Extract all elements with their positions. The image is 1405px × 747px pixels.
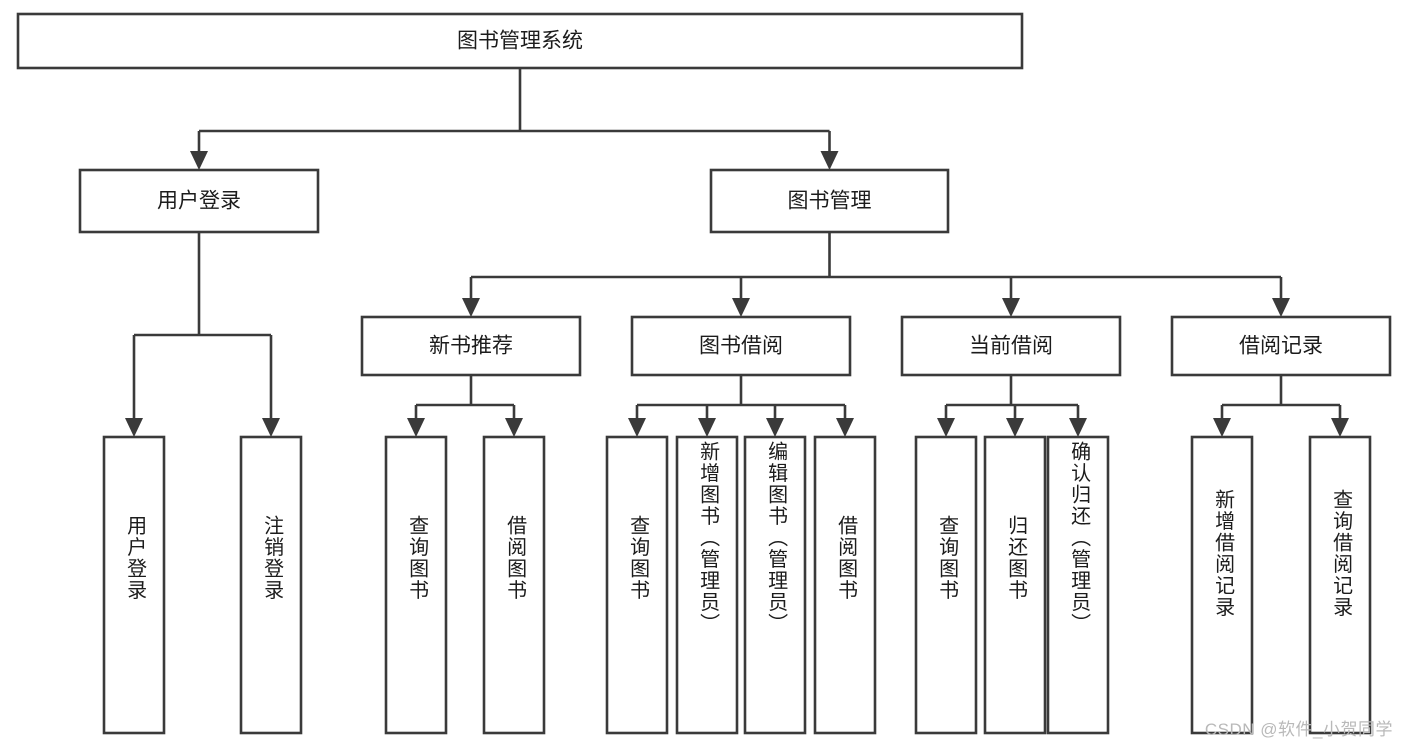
arrow-head-leaf-3 (407, 418, 425, 437)
arrow-head-leaf-6 (698, 418, 716, 437)
node-label-current: 当前借阅 (969, 335, 1053, 358)
node-box-borrow[interactable] (630, 315, 852, 377)
node-box-leaf-9[interactable] (914, 435, 978, 735)
node-label-newbook: 新书推荐 (429, 335, 513, 358)
node-box-leaf-10[interactable] (983, 435, 1047, 735)
node-box-layer (16, 12, 1392, 735)
arrow-head-login (190, 151, 208, 170)
node-box-bookmgmt[interactable] (709, 168, 950, 234)
arrow-head-bookmgmt (820, 151, 839, 170)
node-box-leaf-8[interactable] (813, 435, 877, 735)
node-box-leaf-2[interactable] (239, 435, 303, 735)
arrow-head-leaf-8 (836, 418, 854, 437)
node-box-newbook[interactable] (360, 315, 582, 377)
arrow-head-leaf-9 (937, 418, 955, 437)
arrow-head-leaf-1 (125, 418, 143, 437)
node-box-leaf-7[interactable] (743, 435, 807, 735)
node-box-leaf-6[interactable] (675, 435, 739, 735)
arrow-head-current (1002, 298, 1020, 317)
node-box-record[interactable] (1170, 315, 1392, 377)
node-box-leaf-11[interactable] (1046, 435, 1110, 735)
arrow-head-record (1272, 298, 1290, 317)
arrow-head-leaf-13 (1331, 418, 1349, 437)
arrow-head-leaf-4 (505, 418, 523, 437)
node-box-root[interactable] (16, 12, 1024, 70)
node-label-bookmgmt: 图书管理 (788, 190, 872, 213)
arrow-head-leaf-10 (1006, 418, 1024, 437)
node-box-leaf-3[interactable] (384, 435, 448, 735)
arrow-head-leaf-7 (766, 418, 784, 437)
node-box-leaf-4[interactable] (482, 435, 546, 735)
arrow-head-leaf-11 (1069, 418, 1087, 437)
arrow-head-newbook (462, 298, 480, 317)
node-label-borrow: 图书借阅 (699, 335, 783, 358)
arrow-head-leaf-12 (1213, 418, 1231, 437)
node-box-current[interactable] (900, 315, 1122, 377)
node-label-root: 图书管理系统 (457, 30, 583, 53)
arrow-head-borrow (732, 298, 750, 317)
node-box-leaf-12[interactable] (1190, 435, 1254, 735)
arrow-head-leaf-2 (262, 418, 280, 437)
node-label-login: 用户登录 (157, 190, 241, 213)
connector-layer (125, 68, 1349, 437)
node-box-leaf-1[interactable] (102, 435, 166, 735)
node-box-login[interactable] (78, 168, 320, 234)
arrow-head-leaf-5 (628, 418, 646, 437)
node-box-leaf-5[interactable] (605, 435, 669, 735)
node-box-leaf-13[interactable] (1308, 435, 1372, 735)
node-label-record: 借阅记录 (1239, 335, 1323, 358)
